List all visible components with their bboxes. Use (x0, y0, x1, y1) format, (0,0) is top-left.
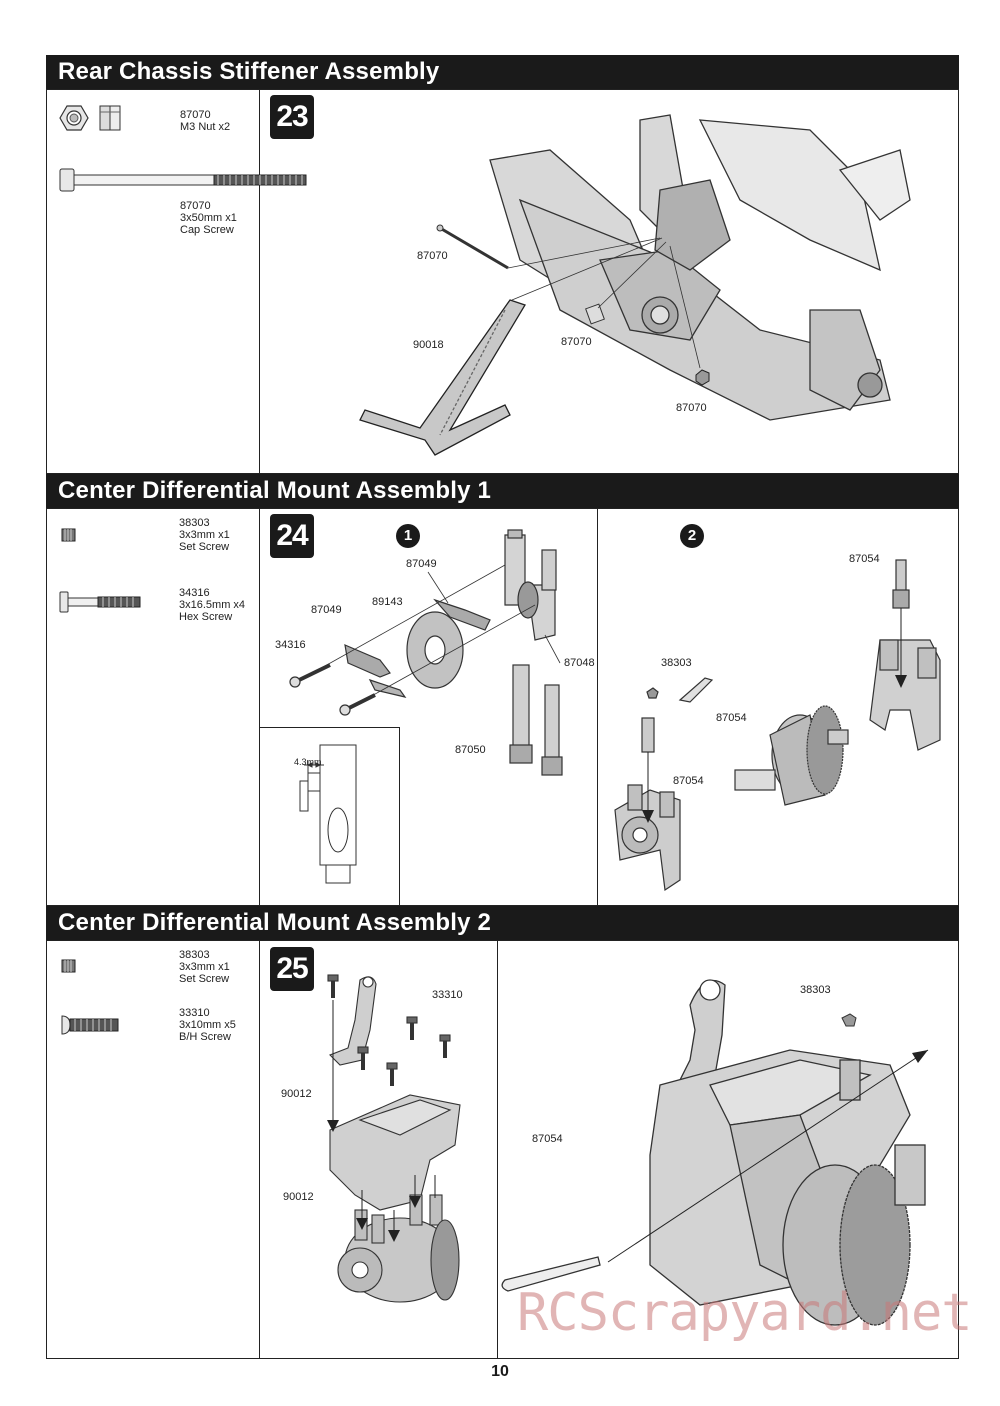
callout-87049-left: 87049 (311, 604, 342, 616)
callout-87049-top: 87049 (406, 558, 437, 570)
page-number: 10 (491, 1363, 509, 1380)
callout-90012-bracket: 90012 (281, 1088, 312, 1100)
diff-mount-exploded-illustration (289, 529, 563, 776)
callout-38303: 38303 (800, 984, 831, 996)
section-box-rear-chassis (46, 89, 959, 474)
part-number: 87070 (180, 200, 211, 212)
part-label-hex-screw: 34316 3x16.5mm x4 Hex Screw (179, 587, 245, 623)
callout-87050: 87050 (455, 744, 486, 756)
part-desc: 3x50mm x1 (180, 212, 237, 224)
part-desc: 3x3mm x1 (179, 961, 230, 973)
part-label-cap-screw: 87070 3x50mm x1 Cap Screw (180, 200, 237, 236)
watermark-text: RCScrapyard.net (517, 1283, 973, 1343)
inset-border-right (399, 727, 400, 906)
set-screw-icon (61, 528, 76, 542)
callout-87070-screw: 87070 (417, 250, 448, 262)
section-title-text: Center Differential Mount Assembly 2 (58, 909, 492, 936)
divider (259, 508, 260, 906)
divider (259, 940, 260, 1359)
dimension-label: 4.3mm (294, 757, 322, 767)
callout-89143: 89143 (372, 596, 403, 608)
section-title-center-diff-mount-2: Center Differential Mount Assembly 2 (46, 906, 959, 940)
part-number: 34316 (179, 587, 210, 599)
part-desc: 3x3mm x1 (179, 529, 230, 541)
callout-87048: 87048 (564, 657, 595, 669)
part-label-nut: 87070 M3 Nut x2 (180, 109, 230, 133)
section-title-text: Center Differential Mount Assembly 1 (58, 477, 492, 504)
part-number: 38303 (179, 949, 210, 961)
part-type: Hex Screw (179, 611, 233, 623)
callout-90018: 90018 (413, 339, 444, 351)
part-desc: M3 Nut x2 (180, 121, 231, 133)
divider (597, 508, 598, 906)
set-screw-icon (61, 959, 76, 973)
section-title-rear-chassis-stiffener: Rear Chassis Stiffener Assembly (46, 55, 959, 89)
step-badge-24: 24 (270, 514, 314, 558)
part-label-set-screw: 38303 3x3mm x1 Set Screw (179, 949, 230, 985)
section-box-center-diff-1 (46, 508, 959, 906)
nut-icon (59, 105, 121, 131)
callout-87054-pin: 87054 (716, 712, 747, 724)
spacing-detail-illustration (299, 744, 357, 884)
part-desc: 3x10mm x5 (179, 1019, 236, 1031)
part-type: B/H Screw (179, 1031, 231, 1043)
diff-mount-install-illustration (614, 559, 941, 892)
part-number: 33310 (179, 1007, 210, 1019)
callout-34316: 34316 (275, 639, 306, 651)
part-type: Set Screw (179, 973, 230, 985)
cap-screw-long-icon (59, 168, 307, 192)
callout-87054: 87054 (532, 1133, 563, 1145)
sub-step-badge-1: 1 (396, 524, 420, 548)
callout-87054-post: 87054 (673, 775, 704, 787)
callout-90012-mount: 90012 (283, 1191, 314, 1203)
callout-87054-top: 87054 (849, 553, 880, 565)
callout-87070-spacer: 87070 (561, 336, 592, 348)
divider (497, 940, 498, 1359)
part-number: 38303 (179, 517, 210, 529)
button-head-screw-icon (61, 1015, 119, 1035)
hex-screw-icon (59, 591, 141, 613)
callout-38303: 38303 (661, 657, 692, 669)
part-type: Cap Screw (180, 224, 234, 236)
step-badge-25: 25 (270, 947, 314, 991)
part-type: Set Screw (179, 541, 230, 553)
callout-33310: 33310 (432, 989, 463, 1001)
section-title-center-diff-mount-1: Center Differential Mount Assembly 1 (46, 474, 959, 508)
rear-chassis-illustration (359, 114, 911, 456)
callout-87070-nut: 87070 (676, 402, 707, 414)
step-badge-23: 23 (270, 95, 314, 139)
section-box-center-diff-2 (46, 940, 959, 1359)
inset-border-top (259, 727, 399, 728)
sub-step-badge-2: 2 (680, 524, 704, 548)
part-label-set-screw: 38303 3x3mm x1 Set Screw (179, 517, 230, 553)
part-number: 87070 (180, 109, 211, 121)
part-label-bh-screw: 33310 3x10mm x5 B/H Screw (179, 1007, 236, 1043)
divider (259, 89, 260, 474)
diff-mount-top-plate-exploded-illustration (327, 974, 461, 1303)
diff-mount-pin-install-illustration (501, 979, 929, 1326)
section-title-text: Rear Chassis Stiffener Assembly (58, 58, 440, 85)
part-desc: 3x16.5mm x4 (179, 599, 246, 611)
